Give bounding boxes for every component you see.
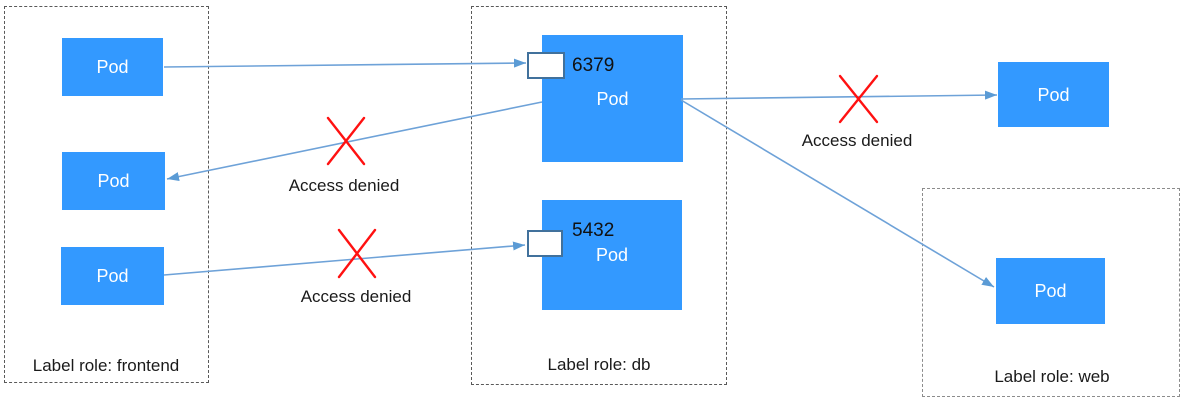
- db-pod-1: Pod: [542, 35, 683, 162]
- arrow-dbpod1-to-external: [680, 90, 998, 100]
- group-db-label: Label role: db: [547, 355, 651, 374]
- frontend-pod-3: Pod: [61, 247, 164, 305]
- frontend-pod-3-label: Pod: [96, 266, 129, 286]
- group-frontend: [4, 6, 209, 383]
- web-pod: Pod: [996, 258, 1105, 324]
- group-frontend-label: Label role: frontend: [32, 356, 180, 375]
- port-square-6379: [527, 52, 565, 79]
- frontend-pod-2: Pod: [62, 152, 165, 210]
- denied-x-icon: [337, 228, 377, 279]
- db-pod-1-label: Pod: [596, 88, 629, 109]
- denied-x-icon: [838, 74, 879, 124]
- external-pod-label: Pod: [1037, 84, 1070, 105]
- port-square-5432: [527, 230, 563, 257]
- port-number-6379: 6379: [572, 55, 615, 76]
- web-pod-label: Pod: [1034, 281, 1067, 301]
- denied-x-icon: [326, 116, 366, 166]
- frontend-pod-2-label: Pod: [97, 171, 130, 191]
- access-denied-label-2: Access denied: [300, 287, 412, 306]
- port-number-5432: 5432: [572, 220, 615, 241]
- access-denied-label-3: Access denied: [801, 131, 913, 150]
- frontend-pod-1-label: Pod: [96, 57, 129, 77]
- db-pod-2: Pod: [542, 200, 682, 310]
- db-pod-2-label: Pod: [595, 245, 629, 265]
- group-web-label: Label role: web: [994, 367, 1110, 386]
- group-web: [922, 188, 1180, 397]
- frontend-pod-1: Pod: [62, 38, 163, 96]
- access-denied-label-1: Access denied: [288, 176, 400, 195]
- external-pod: Pod: [998, 62, 1109, 127]
